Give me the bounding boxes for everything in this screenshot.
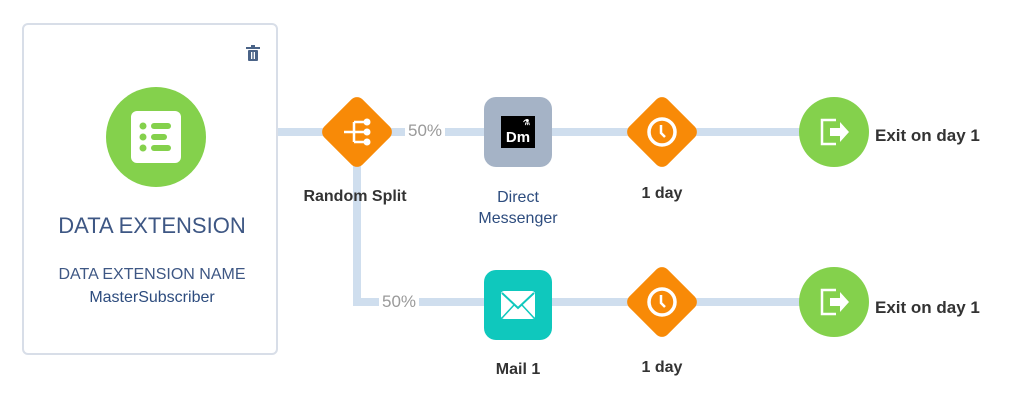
direct-messenger-label: Direct Messenger bbox=[478, 189, 558, 227]
field-value: MasterSubscriber bbox=[89, 289, 215, 306]
wait-label-2: 1 day bbox=[641, 359, 683, 376]
list-icon bbox=[106, 87, 206, 187]
mail-label: Mail 1 bbox=[495, 361, 541, 378]
clock-icon bbox=[647, 117, 677, 147]
dm-icon: ⚗Dm bbox=[501, 116, 535, 148]
field-label: DATA EXTENSION NAME bbox=[58, 266, 246, 283]
exit-icon bbox=[820, 288, 849, 316]
email-icon bbox=[501, 291, 535, 319]
trash-icon[interactable] bbox=[246, 45, 260, 66]
exit-node-1[interactable] bbox=[799, 97, 869, 167]
data-extension-card[interactable]: DATA EXTENSION DATA EXTENSION NAME Maste… bbox=[22, 23, 278, 355]
exit-icon bbox=[820, 118, 849, 146]
branch-percent-bottom: 50% bbox=[379, 292, 420, 312]
connector-bottom bbox=[353, 298, 818, 306]
exit-label-1: Exit on day 1 bbox=[875, 126, 980, 145]
connector-vertical bbox=[353, 132, 361, 306]
random-split-node[interactable] bbox=[318, 93, 396, 171]
direct-messenger-activity[interactable]: ⚗Dm bbox=[484, 97, 552, 167]
wait-node-1[interactable] bbox=[623, 93, 701, 171]
wait-node-2[interactable] bbox=[623, 263, 701, 341]
branch-percent-top: 50% bbox=[405, 121, 446, 141]
random-split-label: Random Split bbox=[303, 188, 407, 205]
mail-activity[interactable] bbox=[484, 270, 552, 340]
clock-icon bbox=[647, 287, 677, 317]
wait-label-1: 1 day bbox=[641, 185, 683, 202]
split-icon bbox=[344, 118, 371, 146]
card-title: DATA EXTENSION bbox=[58, 213, 246, 238]
exit-node-2[interactable] bbox=[799, 267, 869, 337]
exit-label-2: Exit on day 1 bbox=[875, 298, 980, 317]
